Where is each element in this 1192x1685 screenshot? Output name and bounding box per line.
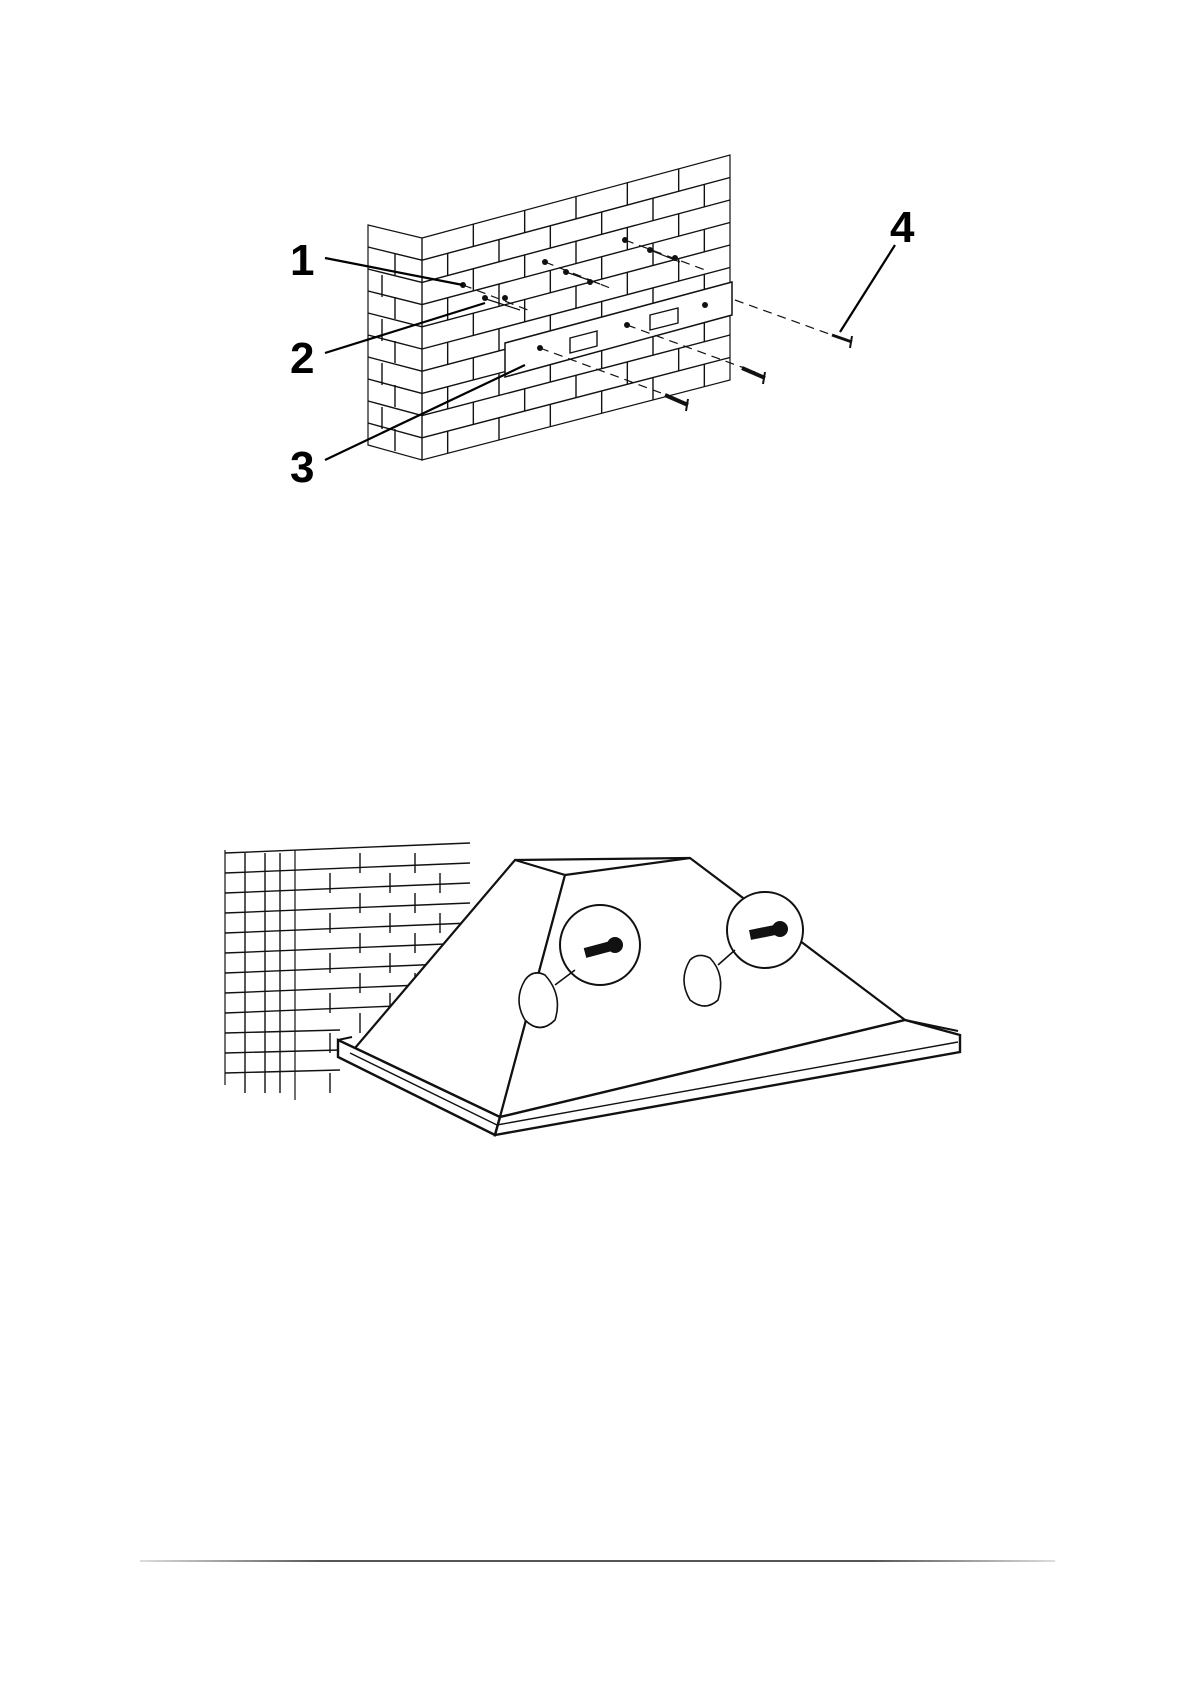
callout-1: 1: [290, 236, 314, 285]
footer-rule: [140, 1560, 1055, 1562]
page-edge-fragment: [0, 1672, 360, 1685]
screw-icon: [832, 335, 852, 348]
screw-icon: [742, 368, 765, 384]
wall-side-face: [368, 225, 422, 460]
callout-4: 4: [890, 203, 915, 252]
leader-line-1: [325, 258, 463, 285]
callout-2: 2: [290, 334, 314, 383]
leader-line-3: [325, 365, 525, 460]
hood-installation-illustration: [0, 825, 1192, 1145]
cooker-hood: [338, 858, 960, 1135]
leader-line-4: [840, 245, 895, 332]
screw-icon: [665, 395, 688, 411]
wall-bracket-illustration: 1 2 3 4: [0, 150, 1192, 510]
callout-3: 3: [290, 443, 314, 492]
leader-line-2: [325, 303, 485, 353]
